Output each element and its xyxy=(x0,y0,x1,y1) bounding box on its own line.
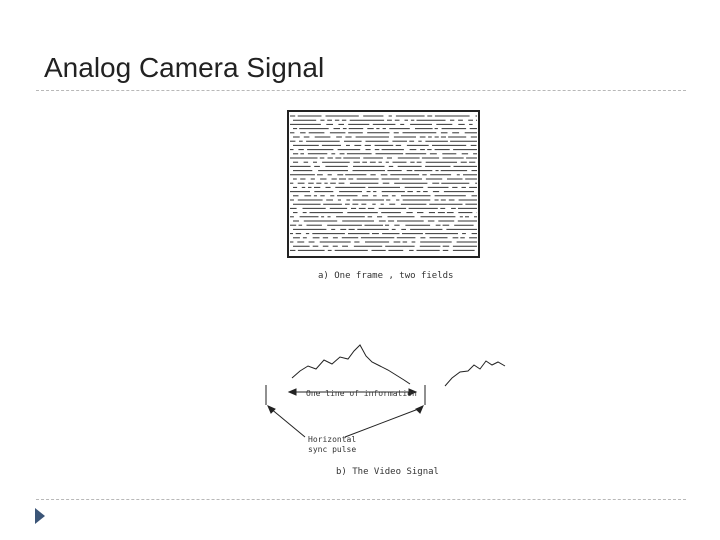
sync-label-line1: Horizontal xyxy=(308,435,356,444)
slide-title: Analog Camera Signal xyxy=(44,52,325,83)
signal-waveform-continued xyxy=(444,360,506,387)
frame-border xyxy=(287,110,480,258)
sync-pointer-left xyxy=(269,407,306,438)
sync-pointer-head-right xyxy=(415,405,424,414)
sync-pointer-right xyxy=(344,407,422,438)
sync-label-line2: sync pulse xyxy=(308,445,356,454)
signal-caption: b) The Video Signal xyxy=(336,467,439,477)
line-label: One line of information xyxy=(306,389,417,398)
line-arrow-head-right xyxy=(408,388,418,396)
footer-divider xyxy=(36,499,686,500)
signal-waveform xyxy=(291,344,411,385)
title-divider xyxy=(36,90,686,91)
triangle-bullet-icon xyxy=(35,508,45,524)
frame-diagram xyxy=(287,110,480,258)
video-signal-diagram xyxy=(265,344,506,438)
frame-caption: a) One frame , two fields xyxy=(318,271,453,281)
line-arrow-head-left xyxy=(287,388,297,396)
scan-lines xyxy=(290,115,477,251)
sync-pointer-head-left xyxy=(267,405,276,414)
